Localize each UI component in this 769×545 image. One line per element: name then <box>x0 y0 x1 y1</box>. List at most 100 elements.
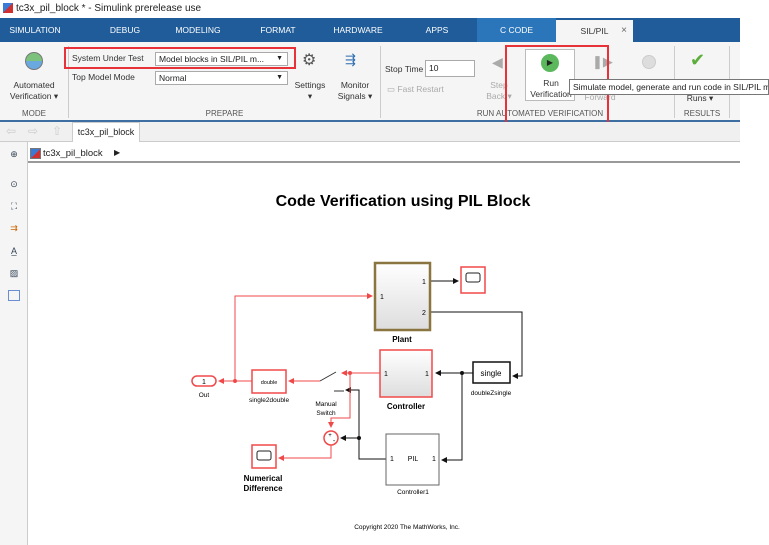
tab-apps[interactable]: APPS <box>425 25 449 35</box>
port-label: 1 <box>390 456 394 463</box>
manual-switch[interactable] <box>319 371 344 392</box>
settings-button[interactable]: Settings▾ <box>292 80 328 102</box>
back-arrow-icon[interactable]: ⇦ <box>6 124 17 138</box>
tmm-value: Normal <box>159 73 187 83</box>
automated-verification-label2: Verification ▾ <box>9 91 59 101</box>
chevron-down-icon: ▼ <box>276 74 283 81</box>
group-results: RESULTS <box>683 109 721 118</box>
double2single-block[interactable] <box>472 361 511 384</box>
gear-icon: ⚙ <box>302 52 317 69</box>
area-icon[interactable] <box>8 290 20 301</box>
group-mode: MODE <box>22 109 46 118</box>
close-tab-icon[interactable]: × <box>621 25 627 36</box>
up-arrow-icon[interactable]: ⇧ <box>52 124 63 138</box>
model-icon <box>30 148 41 159</box>
simulink-icon <box>3 3 13 13</box>
hide-show-icon[interactable]: ⊕ <box>10 149 18 159</box>
wire <box>340 435 386 460</box>
stop-time-input[interactable]: 10 <box>425 60 475 77</box>
automated-verification-icon <box>25 52 43 70</box>
highlight-box <box>64 47 296 69</box>
pil-block[interactable] <box>385 433 440 486</box>
signal-arrow-icon[interactable]: ⇉ <box>10 223 18 233</box>
block-label: Numerical <box>244 474 283 483</box>
port-label: 1 <box>380 294 384 301</box>
system-under-test-dropdown[interactable]: Model blocks in SIL/PIL m... ▼ <box>155 52 288 66</box>
block-text: single <box>481 369 502 378</box>
model-tab[interactable]: tc3x_pil_block <box>72 122 140 142</box>
port-number: 1 <box>202 379 206 386</box>
port-label: 1 <box>432 456 436 463</box>
forward-arrow-icon[interactable]: ⇨ <box>28 124 39 138</box>
checkmark-icon: ✔ <box>690 50 706 70</box>
single2double-block[interactable] <box>251 369 287 394</box>
port-label: 1 <box>422 279 426 286</box>
top-model-mode-label: Top Model Mode <box>72 72 135 82</box>
runs-button[interactable]: Runs ▾ <box>686 93 714 103</box>
wire <box>441 373 463 463</box>
group-run: RUN AUTOMATED VERIFICATION <box>476 109 604 118</box>
wire <box>430 311 523 379</box>
navigation-bar: ⇦ ⇨ ⇧ tc3x_pil_block <box>0 122 740 142</box>
chevron-down-icon: ▼ <box>276 55 283 62</box>
automated-verification-label: Automated <box>13 80 55 90</box>
verification-label: Verification <box>530 89 572 99</box>
copyright-text: Copyright 2020 The MathWorks, Inc. <box>354 524 460 531</box>
out-port-block[interactable] <box>191 375 217 387</box>
run-verification-button[interactable]: ▶ Run Verification <box>525 49 575 101</box>
tab-sil-pil-label: SIL/PIL <box>580 26 609 36</box>
block-palette: ⊕ ⊙ ⛶ ⇉ A̲ ▨ <box>0 142 28 545</box>
settings-label: Settings <box>294 80 326 90</box>
fit-view-icon[interactable]: ⛶ <box>10 201 18 211</box>
run-label: Run <box>543 78 559 88</box>
plant-block[interactable] <box>373 261 432 332</box>
block-label: single2double <box>249 397 290 404</box>
tab-debug[interactable]: DEBUG <box>109 25 141 35</box>
controller-label: Controller <box>387 402 425 411</box>
breadcrumb-model[interactable]: tc3x_pil_block <box>43 148 103 159</box>
controller-block[interactable] <box>379 349 433 398</box>
breadcrumb-arrow-icon[interactable]: ▶ <box>114 148 121 157</box>
block-label: Switch <box>316 410 336 417</box>
block-text: PIL <box>408 456 419 463</box>
annotation-icon[interactable]: A̲ <box>10 246 17 256</box>
sum-sign: - <box>333 438 336 445</box>
diagram-title: Code Verification using PIL Block <box>276 193 531 210</box>
window-title-bar: tc3x_pil_block * - Simulink prerelease u… <box>0 0 769 18</box>
port-label: 1 <box>425 371 429 378</box>
top-model-mode-dropdown[interactable]: Normal ▼ <box>155 71 288 85</box>
group-prepare: PREPARE <box>205 109 244 118</box>
stop-icon[interactable] <box>642 55 656 69</box>
block-label: Difference <box>243 484 283 493</box>
tab-simulation[interactable]: SIMULATION <box>9 25 61 35</box>
step-back-label2: Back ▾ <box>486 91 512 101</box>
breadcrumb: tc3x_pil_block ▶ <box>28 145 740 163</box>
block-label: Manual <box>315 401 337 408</box>
tab-format[interactable]: FORMAT <box>260 25 296 35</box>
fast-restart-icon: ▭ <box>387 84 398 94</box>
fast-restart-button[interactable]: ▭ Fast Restart <box>387 84 444 95</box>
monitor-signals-icon: ⇶ <box>345 52 356 67</box>
block-label: Out <box>199 392 210 399</box>
step-back-label: Step <box>490 80 508 90</box>
tab-modeling[interactable]: MODELING <box>175 25 221 35</box>
plant-label: Plant <box>392 335 412 344</box>
port-label: 2 <box>422 310 426 317</box>
tab-hardware[interactable]: HARDWARE <box>333 25 383 35</box>
sum-block[interactable] <box>323 430 339 446</box>
sut-value: Model blocks in SIL/PIL m... <box>159 54 265 64</box>
image-icon[interactable]: ▨ <box>9 268 19 278</box>
step-forward-button[interactable]: Forward <box>584 92 616 102</box>
stop-time-label: Stop Time <box>385 64 424 74</box>
window-title: tc3x_pil_block * - Simulink prerelease u… <box>16 3 202 14</box>
zoom-icon[interactable]: ⊙ <box>10 179 18 189</box>
play-icon: ▶ <box>541 54 559 72</box>
tab-c-code[interactable]: C CODE <box>477 18 556 42</box>
monitor-label2: Signals ▾ <box>337 91 373 101</box>
tab-sil-pil[interactable]: SIL/PIL × <box>556 20 633 42</box>
monitor-label: Monitor <box>340 80 370 90</box>
wire <box>345 387 360 438</box>
